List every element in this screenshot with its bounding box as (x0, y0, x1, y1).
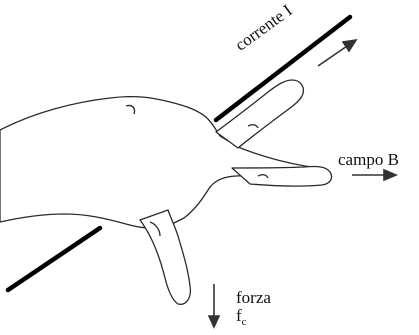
label-field: campo B (338, 151, 399, 168)
label-force: forza (236, 289, 271, 306)
label-force-symbol-main: f (236, 306, 242, 325)
arrow-force (209, 284, 219, 327)
hand-palm (0, 97, 330, 229)
label-force-symbol: fc (236, 307, 247, 324)
hand (0, 80, 332, 304)
hand-index-finger (216, 80, 303, 148)
wire-lower (8, 228, 100, 290)
arrow-current (318, 40, 356, 66)
arrow-field (352, 170, 396, 180)
hand-thumb (140, 210, 190, 304)
label-force-symbol-sub: c (242, 316, 247, 328)
hand-middle-finger (232, 167, 332, 187)
